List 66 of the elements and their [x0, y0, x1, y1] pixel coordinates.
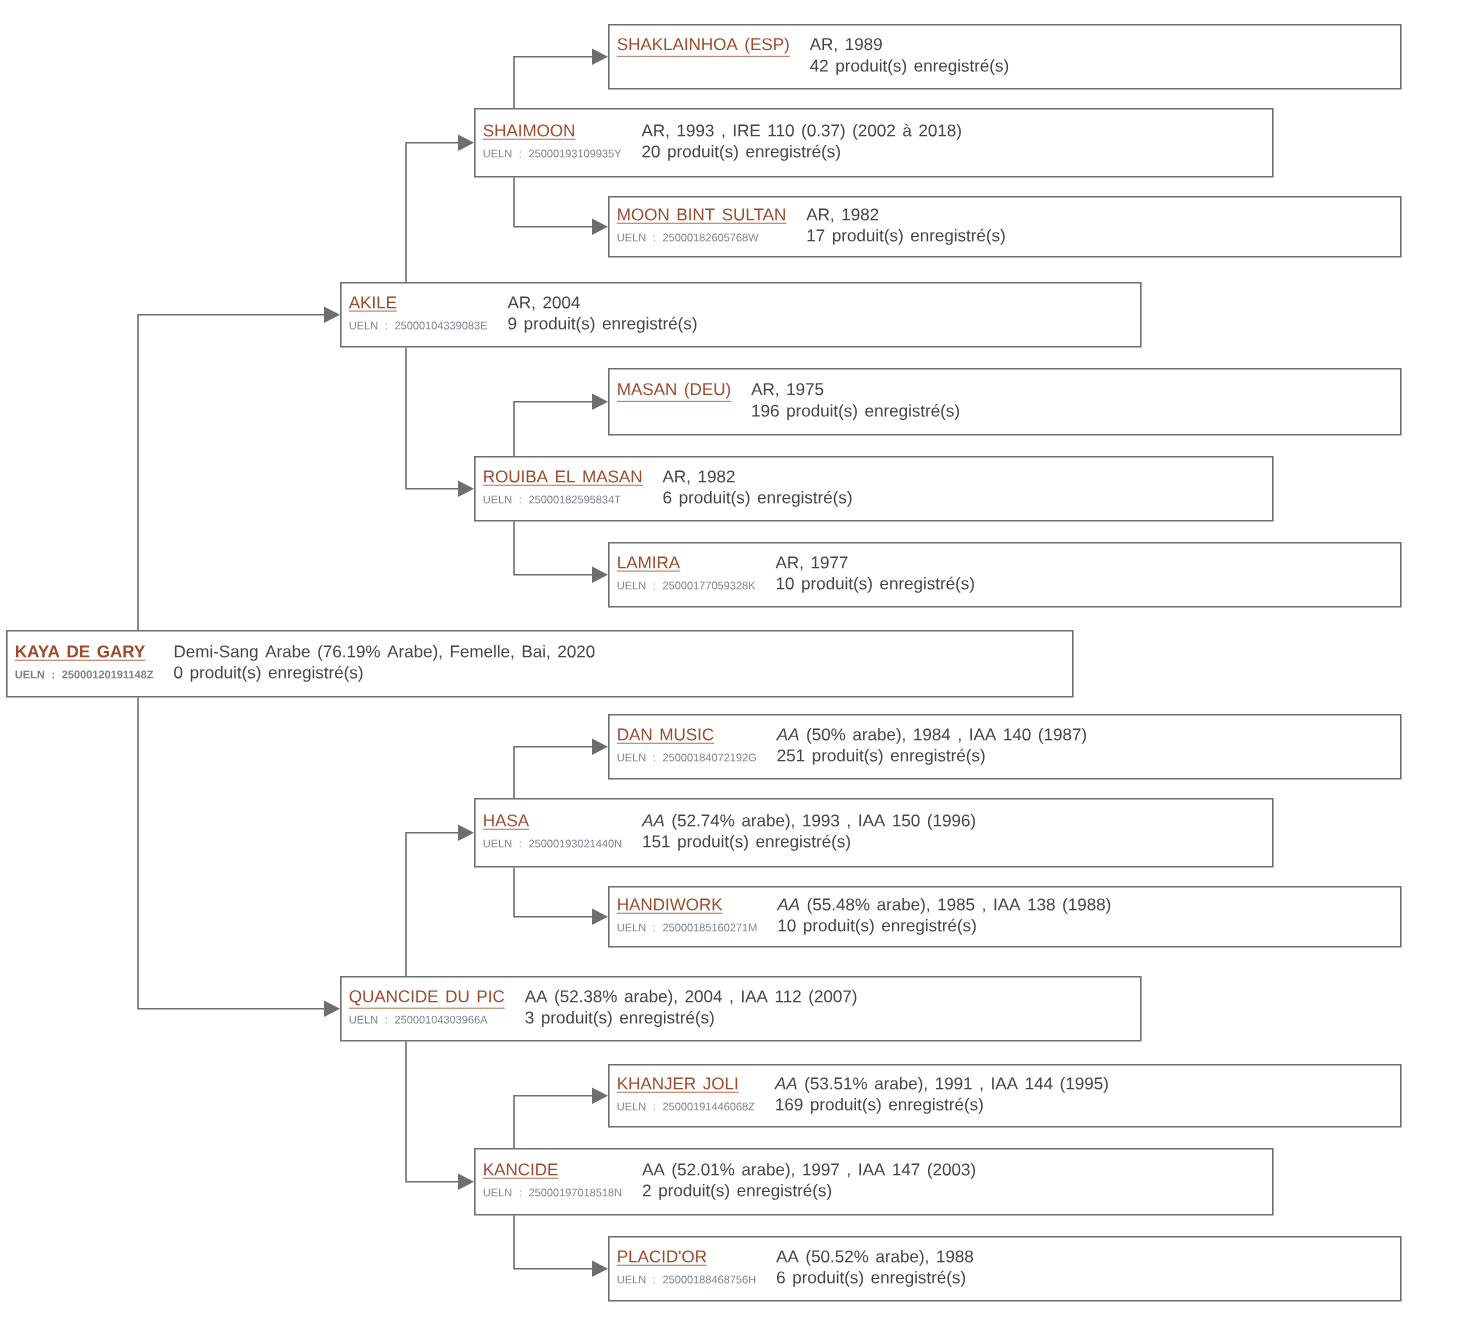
horse-box [340, 282, 1142, 348]
horse-name: DAN MUSIC [616, 728, 715, 744]
horse-box [608, 24, 1402, 90]
info-text: AA (52.74% arabe), 1993 , IAA 150 (1996) [641, 813, 975, 830]
arrow [405, 1040, 474, 1190]
arrow [137, 306, 340, 631]
horse-name: KHANJER JOLI [616, 1077, 740, 1093]
info-text: AA (50% arabe), 1984 , IAA 140 (1987) [775, 727, 1086, 744]
arrow [405, 134, 474, 283]
horse-box [474, 456, 1274, 522]
horse-name: MASAN (DEU) [616, 382, 732, 402]
horse-name: AKILE [348, 296, 398, 312]
horse-box [608, 1064, 1402, 1128]
horse-name: QUANCIDE DU PIC [348, 990, 506, 1009]
horse-name: KANCIDE [482, 1163, 559, 1179]
info-text: 196 produit(s) enregistré(s) [752, 404, 959, 421]
horse-name: KAYA DE GARY [14, 645, 146, 661]
info-text: AR, 1982 [662, 470, 735, 485]
info-text: AR, 1989 [809, 38, 882, 53]
info-text: AR, 2004 [507, 296, 580, 311]
info-text: AR, 1993 , IRE 110 (0.37) (2002 à 2018) [641, 123, 961, 140]
horse-name: LAMIRA [616, 556, 681, 572]
arrow [405, 346, 474, 497]
horse-box [608, 196, 1402, 258]
horse-box [340, 976, 1142, 1042]
info-text: 42 produit(s) enregistré(s) [810, 59, 1009, 76]
info-text: AA (52.01% arabe), 1997 , IAA 147 (2003) [642, 1162, 975, 1179]
info-text: 0 produit(s) enregistré(s) [174, 665, 363, 682]
horse-box [6, 630, 1074, 698]
info-text: AA (50.52% arabe), 1988 [776, 1249, 974, 1266]
horse-box [474, 798, 1274, 868]
info-text: 6 produit(s) enregistré(s) [777, 1270, 966, 1287]
horse-box [474, 108, 1274, 178]
info-text: AA (53.51% arabe), 1991 , IAA 144 (1995) [774, 1076, 1108, 1093]
info-text: 10 produit(s) enregistré(s) [776, 576, 974, 593]
info-text: 3 produit(s) enregistré(s) [525, 1010, 714, 1027]
info-text: Demi-Sang Arabe (76.19% Arabe), Femelle, Bai, 2020 [174, 644, 595, 661]
info-text: AR, 1977 [775, 556, 848, 571]
horse-box [608, 368, 1402, 436]
info-text: 2 produit(s) enregistré(s) [643, 1183, 832, 1200]
horse-box [608, 886, 1402, 948]
horse-box [608, 542, 1402, 608]
horse-box [608, 714, 1402, 780]
info-text: 20 produit(s) enregistré(s) [642, 144, 840, 161]
info-text: 17 produit(s) enregistré(s) [807, 228, 1005, 245]
info-text: 10 produit(s) enregistré(s) [778, 918, 976, 935]
info-text: 6 produit(s) enregistré(s) [663, 490, 852, 507]
horse-name: PLACID'OR [616, 1250, 708, 1266]
arrow [405, 824, 474, 977]
info-text: 169 produit(s) enregistré(s) [776, 1097, 983, 1114]
horse-name: SHAIMOON [482, 124, 576, 140]
info-text: AR, 1982 [806, 208, 879, 223]
arrow [137, 696, 340, 1017]
horse-box [608, 1236, 1402, 1302]
info-text: 151 produit(s) enregistré(s) [643, 834, 850, 851]
horse-name: HASA [482, 814, 530, 830]
info-text: AA (52.38% arabe), 2004 , IAA 112 (2007) [524, 989, 857, 1006]
horse-name: MOON BINT SULTAN [616, 208, 787, 224]
horse-name: ROUIBA EL MASAN [482, 470, 643, 486]
info-text: 251 produit(s) enregistré(s) [777, 748, 985, 765]
horse-name: SHAKLAINHOA (ESP) [616, 37, 791, 57]
info-text: AA (55.48% arabe), 1985 , IAA 138 (1988) [776, 897, 1111, 914]
horse-box [474, 1148, 1274, 1216]
info-text: 9 produit(s) enregistré(s) [508, 316, 697, 333]
horse-name: HANDIWORK [616, 898, 723, 914]
info-text: AR, 1975 [751, 383, 824, 398]
